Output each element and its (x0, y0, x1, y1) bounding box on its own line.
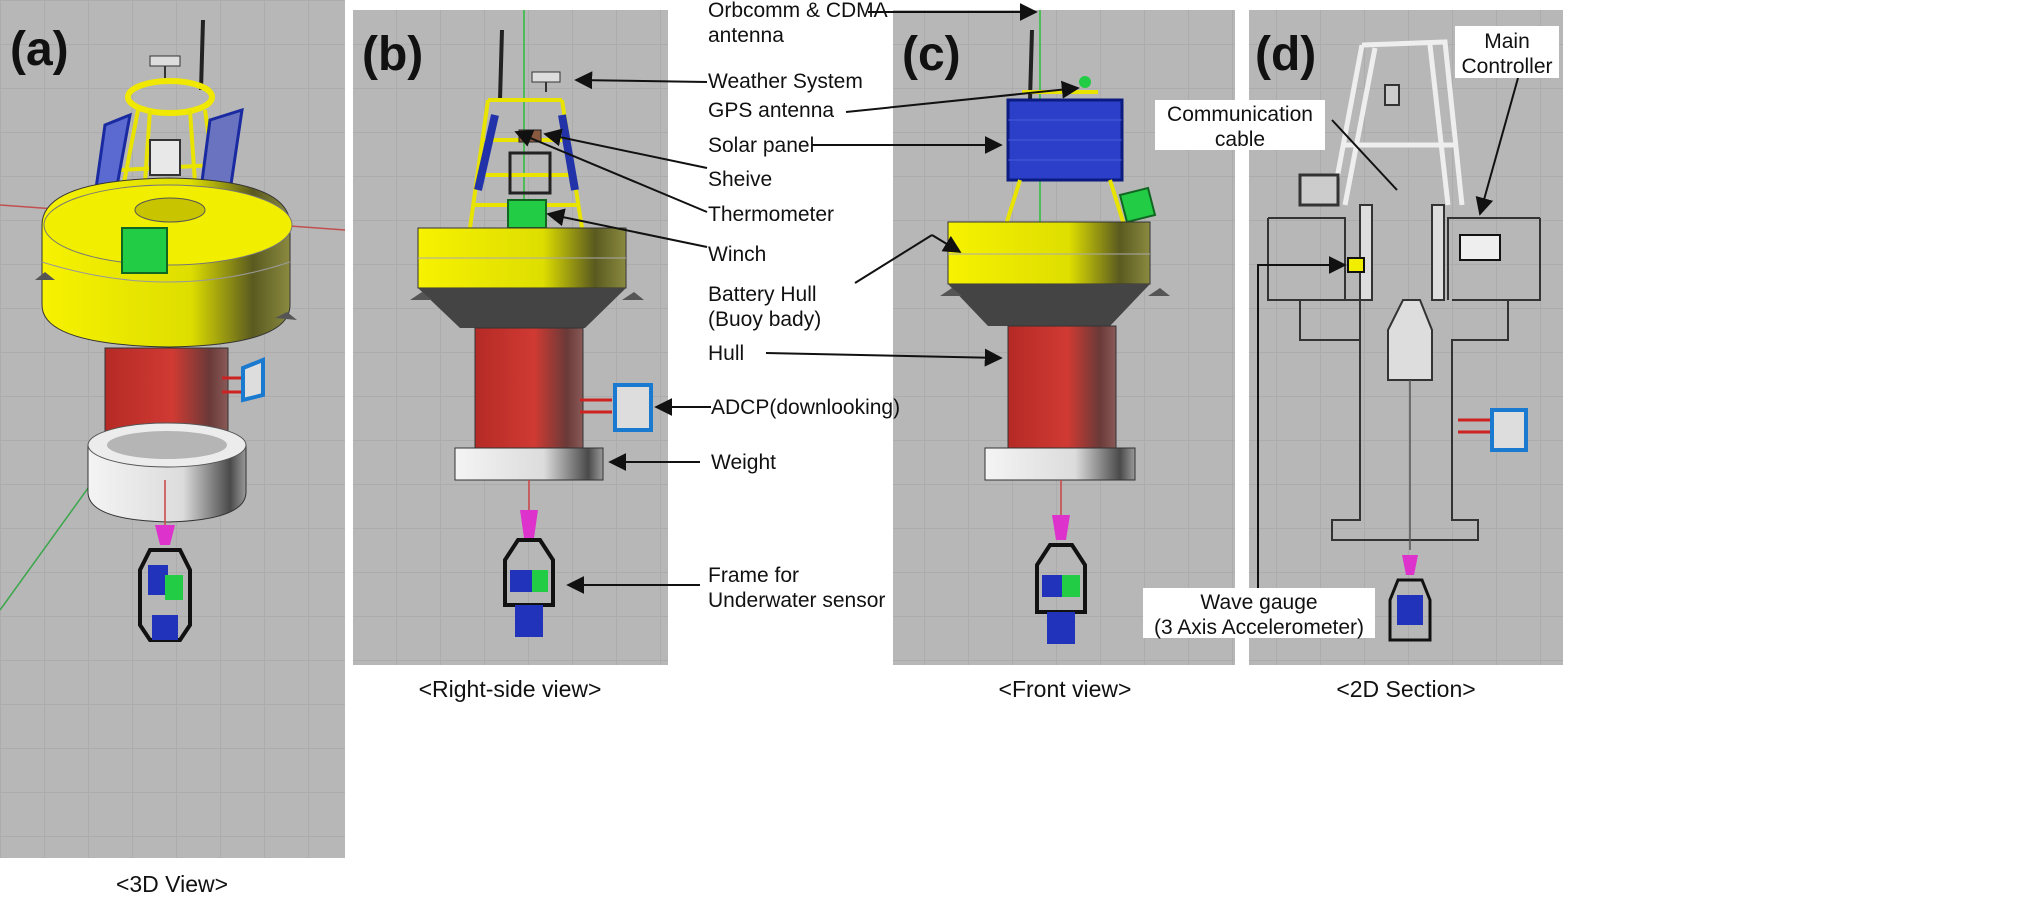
label-weight: Weight (711, 451, 776, 474)
panel-c-drawing (940, 10, 1170, 644)
label-orbcomm-cdma-2: antenna (708, 24, 784, 47)
panel-b-letter: (b) (362, 28, 423, 81)
callout-main-line2: Controller (1461, 55, 1552, 78)
label-frame-1: Frame for (708, 564, 799, 587)
panel-c-letter: (c) (902, 28, 961, 81)
label-battery-hull-1: Battery Hull (708, 283, 817, 306)
label-gps-antenna: GPS antenna (708, 99, 834, 122)
callout-main-line1: Main (1484, 30, 1530, 53)
label-thermometer: Thermometer (708, 203, 834, 226)
panel-b-drawing (410, 10, 653, 637)
leader-lines (514, 3, 1519, 600)
panel-d-letter: (d) (1255, 28, 1316, 81)
label-weather-system: Weather System (708, 70, 863, 93)
panel-a-drawing (0, 19, 346, 642)
panel-d-drawing (1267, 39, 1541, 642)
callout-wave-gauge: Wave gauge (3 Axis Accelerometer) (1143, 588, 1375, 639)
callout-wave-line2: (3 Axis Accelerometer) (1154, 616, 1364, 639)
caption-2d-section: <2D Section> (1336, 676, 1475, 702)
callout-communication-cable: Communication cable (1155, 100, 1325, 151)
label-adcp: ADCP(downlooking) (711, 396, 900, 419)
label-sheive: Sheive (708, 168, 772, 191)
label-frame-2: Underwater sensor (708, 589, 885, 612)
caption-3d-view: <3D View> (116, 871, 228, 897)
callout-main-controller: Main Controller (1455, 26, 1559, 78)
callout-wave-line1: Wave gauge (1200, 591, 1317, 614)
label-hull: Hull (708, 342, 744, 365)
label-solar-panel: Solar panel (708, 134, 814, 157)
callout-comm-line2: cable (1215, 128, 1265, 151)
caption-front-view: <Front view> (999, 676, 1132, 702)
label-orbcomm-cdma-1: Orbcomm & CDMA (708, 0, 888, 22)
callout-comm-line1: Communication (1167, 103, 1313, 126)
label-battery-hull-2: (Buoy bady) (708, 308, 821, 331)
label-winch: Winch (708, 243, 766, 266)
caption-right-side-view: <Right-side view> (419, 676, 602, 702)
component-labels: Orbcomm & CDMA antenna Weather System GP… (708, 0, 900, 612)
panel-a-letter: (a) (10, 23, 69, 76)
